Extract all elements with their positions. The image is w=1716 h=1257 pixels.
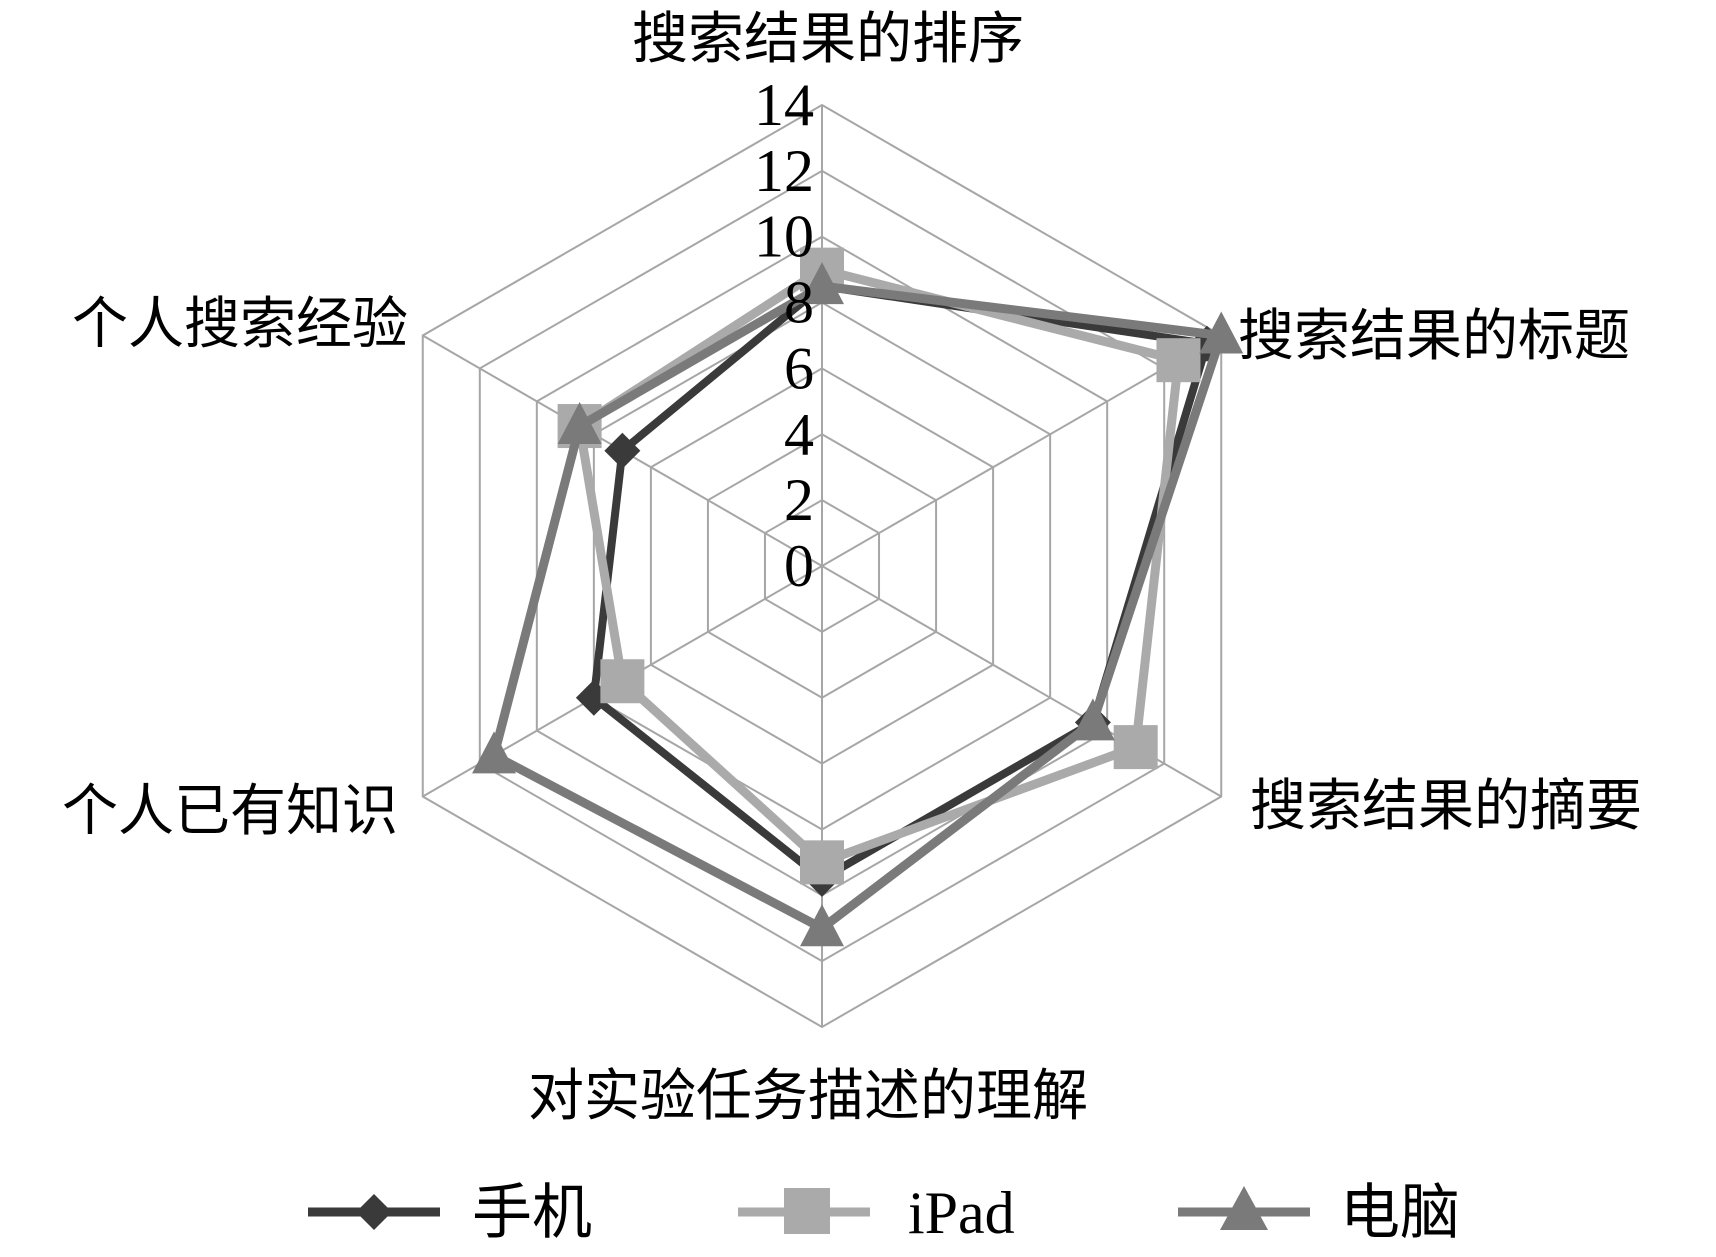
marker-1-4 — [600, 659, 645, 704]
legend-marker-square — [784, 1188, 830, 1234]
marker-2-5 — [557, 402, 602, 445]
axis-label-task-understanding: 对实验任务描述的理解 — [528, 1064, 1088, 1129]
marker-2-2 — [1070, 698, 1115, 741]
radar-tick-labels: 0 2 4 6 8 10 12 14 — [754, 72, 814, 599]
marker-2-3 — [800, 904, 844, 947]
tick-label-14: 14 — [754, 72, 814, 138]
tick-label-12: 12 — [754, 138, 814, 204]
marker-0-5 — [604, 432, 641, 469]
legend-item-phone: 手机 — [308, 1178, 592, 1248]
legend: 手机 iPad 电脑 — [308, 1178, 1460, 1248]
spoke-1 — [821, 334, 1222, 567]
marker-2-0 — [800, 262, 844, 305]
legend-marker-triangle — [1220, 1186, 1268, 1230]
legend-marker-diamond — [356, 1194, 392, 1230]
marker-2-4 — [472, 731, 517, 774]
axis-label-prior-knowledge: 个人已有知识 — [62, 779, 398, 844]
tick-label-2: 2 — [784, 467, 814, 533]
radar-series — [472, 247, 1244, 947]
marker-2-1 — [1199, 311, 1244, 354]
tick-label-4: 4 — [784, 401, 814, 467]
axis-label-ranking: 搜索结果的排序 — [632, 7, 1024, 72]
marker-1-2 — [1113, 725, 1158, 770]
legend-item-ipad: iPad — [738, 1180, 1015, 1246]
legend-label-computer: 电脑 — [1340, 1178, 1460, 1248]
tick-label-10: 10 — [754, 204, 814, 270]
tick-label-6: 6 — [784, 335, 814, 401]
legend-label-ipad: iPad — [908, 1180, 1015, 1246]
marker-1-3 — [800, 840, 844, 885]
axis-label-search-experience: 个人搜索经验 — [72, 292, 408, 357]
legend-item-computer: 电脑 — [1178, 1178, 1460, 1248]
legend-label-phone: 手机 — [472, 1178, 592, 1248]
tick-label-8: 8 — [784, 270, 814, 336]
axis-label-abstract: 搜索结果的摘要 — [1250, 774, 1642, 839]
series-2 — [472, 262, 1244, 947]
marker-1-1 — [1156, 338, 1201, 383]
radar-axis-labels: 搜索结果的排序 搜索结果的标题 搜索结果的摘要 对实验任务描述的理解 个人已有知… — [62, 7, 1642, 1129]
tick-label-0: 0 — [784, 533, 814, 599]
axis-label-title: 搜索结果的标题 — [1238, 304, 1630, 369]
series-line-0 — [589, 281, 1213, 884]
